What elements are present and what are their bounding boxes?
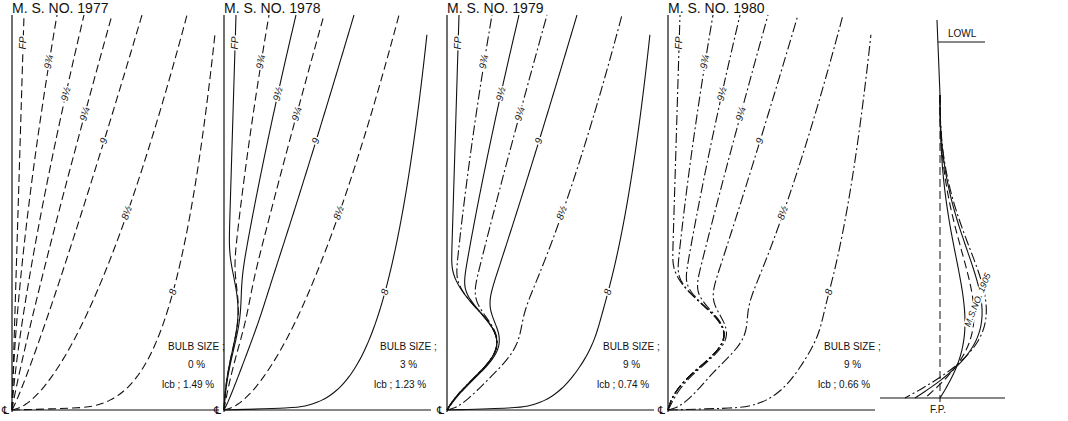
section-number: 9¼ [290, 105, 304, 123]
fp-label: FP [18, 35, 28, 50]
section-curve [447, 35, 650, 410]
lcb-value: lcb ; 0.74 % [597, 380, 649, 390]
bow-profile [940, 95, 965, 398]
body-plan-panel [668, 15, 875, 412]
bulb-size-label: BULB SIZE ; [168, 342, 225, 352]
bow-profile [915, 95, 982, 398]
bulb-size-value: 3 % [400, 360, 417, 370]
section-curve [224, 15, 324, 410]
baseline [880, 397, 1005, 398]
section-number: 8½ [776, 203, 791, 221]
bulb-size-label: BULB SIZE ; [603, 342, 660, 352]
section-curve [668, 15, 798, 410]
section-curve [447, 15, 622, 410]
stem-line [937, 20, 940, 95]
profile-panel [880, 20, 1005, 402]
section-number: 9¼ [513, 105, 527, 123]
section-number: 9¼ [734, 105, 748, 123]
section-number: 9 [754, 136, 766, 146]
section-number: 9 [98, 136, 110, 146]
section-curve [224, 15, 238, 410]
lcb-value: lcb ; 0.66 % [818, 380, 870, 390]
bulb-size-value: 9 % [844, 360, 861, 370]
fp-label: FP [230, 35, 240, 50]
section-number: 8½ [120, 203, 135, 221]
centerline-symbol: ℄ [658, 405, 665, 416]
section-number: 8½ [332, 203, 347, 221]
section-number: 9 [310, 136, 322, 146]
centerline-symbol: ℄ [214, 405, 221, 416]
body-plan-panel [447, 15, 654, 412]
section-number: 9¾ [478, 54, 490, 71]
section-curve [668, 15, 843, 410]
section-curve [12, 15, 57, 410]
section-number: 9¾ [699, 54, 711, 71]
bow-profile [925, 95, 974, 398]
centerline [446, 15, 447, 412]
section-curve [447, 15, 577, 410]
fp-label: FP [674, 35, 684, 50]
fp-label: F.P. [930, 405, 946, 415]
waterline-label: LOWL [948, 29, 976, 39]
bulb-size-label: BULB SIZE ; [380, 342, 437, 352]
section-curve [224, 35, 427, 410]
section-curve [668, 35, 871, 410]
section-number: 8 [167, 287, 179, 297]
section-curve [668, 15, 740, 410]
section-curve [668, 15, 724, 410]
section-curve [224, 15, 354, 410]
section-number: 9¾ [255, 54, 267, 71]
bulb-size-label: BULB SIZE ; [824, 342, 881, 352]
model-title: M. S. NO. 1980 [668, 1, 764, 15]
section-number: 9 [533, 136, 545, 146]
section-number: 8½ [555, 203, 570, 221]
section-number: 8 [823, 287, 835, 297]
section-curve [12, 35, 215, 410]
waterline [938, 42, 985, 43]
section-curve [12, 15, 84, 410]
section-number: 9½ [715, 85, 728, 103]
model-title: M. S. NO. 1977 [12, 1, 108, 15]
centerline [667, 15, 668, 412]
section-curve [447, 15, 519, 410]
section-number: 9½ [271, 85, 284, 103]
body-plan-panel [12, 15, 219, 412]
section-curve [447, 15, 497, 410]
section-curve [12, 15, 112, 410]
section-curve [668, 15, 724, 410]
bow-profile [905, 95, 986, 398]
model-title: M. S. NO. 1978 [224, 1, 320, 15]
section-curve [224, 15, 269, 410]
section-curve [12, 15, 24, 410]
section-number: 9½ [494, 85, 507, 103]
centerline-symbol: ℄ [2, 405, 9, 416]
section-number: 9¾ [43, 54, 55, 71]
section-number: 9¼ [78, 105, 92, 123]
bulb-size-value: 0 % [188, 360, 205, 370]
model-label: M.S.NO. 1905 [963, 271, 993, 329]
section-curve [447, 15, 497, 410]
lcb-value: lcb ; 1.49 % [162, 380, 214, 390]
lcb-value: lcb ; 1.23 % [374, 380, 426, 390]
centerline [223, 15, 224, 412]
section-curve [12, 15, 142, 410]
body-plan-panel [224, 15, 431, 412]
model-title: M. S. NO. 1979 [447, 1, 543, 15]
bulb-size-value: 9 % [623, 360, 640, 370]
centerline-symbol: ℄ [437, 405, 444, 416]
section-number: 9½ [59, 85, 72, 103]
section-number: 8 [379, 287, 391, 297]
centerline [11, 15, 12, 412]
section-number: 8 [602, 287, 614, 297]
section-curve [224, 15, 296, 410]
section-curve [224, 15, 399, 410]
fp-label: FP [453, 35, 463, 50]
section-curve [12, 15, 187, 410]
